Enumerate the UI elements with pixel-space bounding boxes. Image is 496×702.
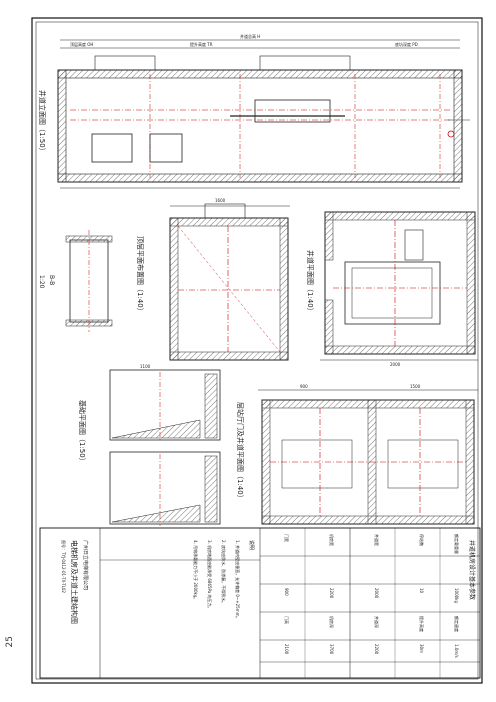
dim-overall: 井道总高 H xyxy=(240,33,260,39)
dim-overhead: 顶层高度 OH xyxy=(70,41,93,47)
note-item: 4. 吊钩承载能力不小于 2000kg。 xyxy=(193,540,199,601)
spec-cell: 额定载重量 xyxy=(454,534,460,554)
note-item: 3. 机房地面应能承受 6865Pa 的压力。 xyxy=(207,540,213,611)
machine-room-plan xyxy=(169,203,290,361)
dim-pit: 底坑深度 PD xyxy=(395,41,418,47)
spec-cell: 30m xyxy=(419,644,424,653)
dim-door-width: 900 xyxy=(300,384,308,389)
section-title: B-B xyxy=(48,275,55,285)
spec-cell: 2200 xyxy=(374,644,379,655)
hoistway-plan xyxy=(320,211,478,361)
spec-cell: 1.0m/s xyxy=(454,644,459,658)
spec-cell: 3700 xyxy=(329,644,334,655)
dim-car-width: 1500 xyxy=(410,384,421,389)
spec-cell: 额定速度 xyxy=(454,616,460,632)
spec-cell: 门高 xyxy=(284,616,290,624)
dim-machine-width: 1600 xyxy=(215,198,226,203)
spec-cell: 2200 xyxy=(329,588,334,599)
door-plan-title: 层站厅门及井道平面图（1:40） xyxy=(236,402,245,502)
elevation-view xyxy=(57,39,470,189)
pit-details xyxy=(109,369,221,526)
notes-title: 说明 xyxy=(248,540,255,550)
spec-cell: 机房深 xyxy=(329,616,335,628)
hoistway-plan-title: 井道平面图（1:40） xyxy=(306,250,315,315)
pit-detail-title: 基础平面图（1:50） xyxy=(78,400,87,465)
section-scale: 1:20 xyxy=(38,275,45,289)
section-bb xyxy=(65,230,113,332)
spec-cell: 门宽 xyxy=(284,534,290,542)
spec-cell: 2100 xyxy=(284,644,289,655)
note-item: 1. 井道内壁应垂直，允许偏差 0~+25mm。 xyxy=(235,540,241,621)
spec-cell: 提升高度 xyxy=(419,616,425,632)
dim-pit-width: 1100 xyxy=(140,364,151,369)
spec-table: 额定载重量 1000kg 额定速度 1.0m/s 停站数 10 提升高度 30m… xyxy=(284,534,460,658)
machine-room-top-plan-title: 顶层平面布置图（1:40） xyxy=(136,236,145,315)
dim-travel: 提升高度 TR xyxy=(190,41,213,47)
notes-list: 1. 井道内壁应垂直，允许偏差 0~+25mm。 2. 底坑应防水、防渗漏，不得… xyxy=(193,540,241,621)
spec-cell: 井道深 xyxy=(374,616,380,628)
door-plan xyxy=(258,389,478,525)
spec-cell: 1000kg xyxy=(454,588,459,603)
drawing-number: 图号：TYJ-0412-01-TX-TL02 xyxy=(61,540,67,593)
spec-cell: 机房宽 xyxy=(329,534,335,546)
company-name: 广州日立电梯有限公司 xyxy=(82,540,89,590)
dim-hoistway-width: 2000 xyxy=(390,362,401,367)
spec-title: 井道机房设计基本参数 xyxy=(468,540,476,600)
drawing-title: 电梯机房及井道土建结构图 xyxy=(70,540,79,624)
spec-cell: 10 xyxy=(419,588,424,594)
spec-cell: 2000 xyxy=(374,588,379,599)
spec-cell: 井道宽 xyxy=(374,534,380,546)
note-item: 2. 底坑应防水、防渗漏，不得积水。 xyxy=(221,540,227,605)
elevation-title: 井道立面图（1:50） xyxy=(38,90,47,155)
title-block xyxy=(39,527,481,679)
spec-cell: 900 xyxy=(284,588,289,596)
sheet-border xyxy=(31,17,483,684)
page-number: 25 xyxy=(5,636,15,648)
spec-cell: 停站数 xyxy=(419,534,425,546)
